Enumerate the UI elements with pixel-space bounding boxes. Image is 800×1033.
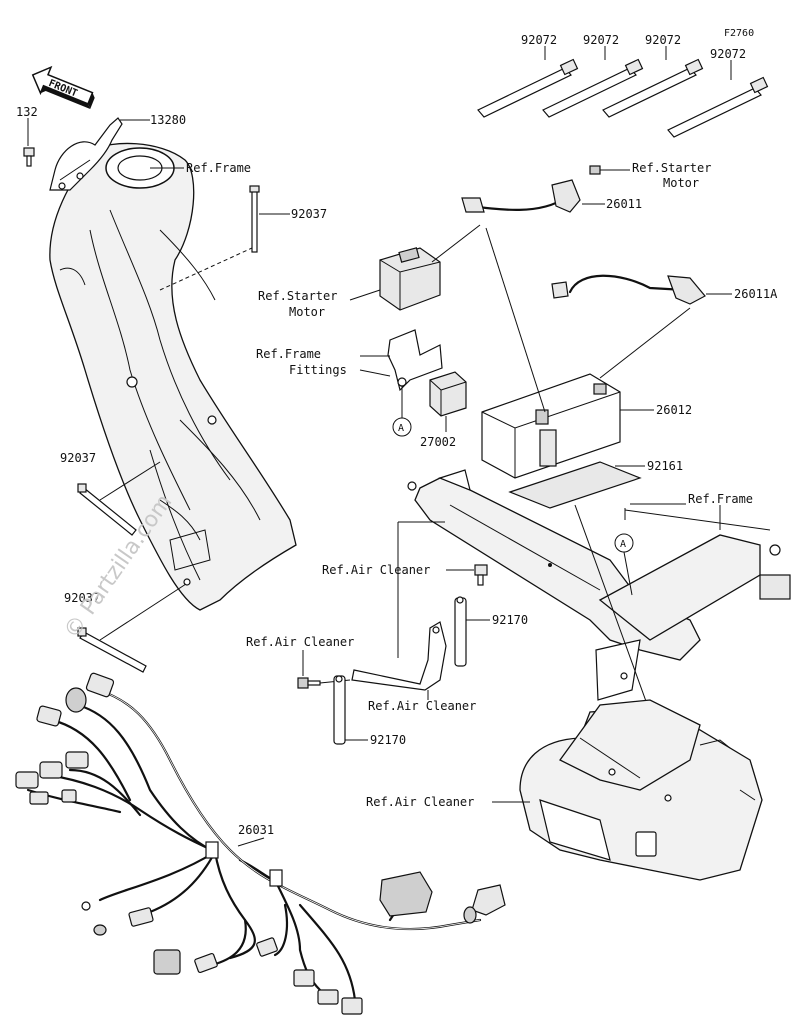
label-92161: 92161 (647, 459, 683, 473)
label-92170-upper: 92170 (492, 613, 528, 627)
label-92072-4: 92072 (710, 47, 746, 61)
label-92170-lower: 92170 (370, 733, 406, 747)
air-cleaner-bracket (351, 621, 447, 691)
label-92072-2: 92072 (583, 33, 619, 47)
marker-a-right: A (620, 539, 626, 550)
label-26011A: 26011A (734, 287, 778, 301)
battery-26012 (481, 373, 621, 479)
cable-26011 (461, 165, 601, 213)
cable-ties-92072 (477, 46, 769, 138)
label-ref-starter-motor-right-1: Ref.Starter (632, 161, 711, 175)
label-ref-frame-right: Ref.Frame (688, 492, 753, 506)
label-26011: 26011 (606, 197, 642, 211)
label-ref-starter-motor-left-2: Motor (289, 305, 325, 319)
tie-92037-top (249, 185, 260, 253)
starter-relay (379, 247, 441, 311)
label-ref-air-cleaner-4: Ref.Air Cleaner (366, 795, 474, 809)
label-92037-top: 92037 (291, 207, 327, 221)
bracket-13280 (49, 117, 123, 191)
bolt-air-cleaner-upper (474, 564, 488, 586)
marker-a-icon: A (392, 417, 412, 437)
label-ref-air-cleaner-3: Ref.Air Cleaner (368, 699, 476, 713)
air-cleaner-housing (519, 699, 763, 881)
diagram-id: F2760 (724, 28, 754, 39)
label-ref-air-cleaner-1: Ref.Air Cleaner (322, 563, 430, 577)
relay-bracket (387, 329, 443, 392)
tie-92037-low (77, 627, 147, 673)
cable-26011A (551, 274, 706, 305)
label-26012: 26012 (656, 403, 692, 417)
harness-connectors (15, 672, 506, 1015)
marker-a-icon: A (614, 533, 634, 553)
bolt-air-cleaner-lower (297, 677, 321, 689)
label-92072-1: 92072 (521, 33, 557, 47)
label-ref-frame-fittings-1: Ref.Frame (256, 347, 321, 361)
main-frame (49, 142, 297, 611)
label-ref-frame-top: Ref.Frame (186, 161, 251, 175)
pad-92161 (508, 461, 642, 509)
label-92072-3: 92072 (645, 33, 681, 47)
label-27002: 27002 (420, 435, 456, 449)
label-92037-mid: 92037 (60, 451, 96, 465)
label-ref-frame-fittings-2: Fittings (289, 363, 347, 377)
tie-92170-lower (333, 675, 346, 745)
wiring-harness-26031 (26, 688, 482, 1002)
tie-92037-mid (77, 483, 137, 536)
label-26031: 26031 (238, 823, 274, 837)
tie-92170-upper (454, 596, 467, 667)
watermark: © Partzilla.com (59, 490, 177, 643)
label-ref-starter-motor-left-1: Ref.Starter (258, 289, 337, 303)
label-13280: 13280 (150, 113, 186, 127)
connector-27002 (429, 371, 467, 417)
front-arrow-icon: FRONT (31, 65, 95, 109)
bolt-132 (23, 147, 35, 167)
label-ref-starter-motor-right-2: Motor (663, 176, 699, 190)
marker-a-left: A (398, 423, 404, 434)
label-92037-low: 92037 (64, 591, 100, 605)
label-ref-air-cleaner-2: Ref.Air Cleaner (246, 635, 354, 649)
label-132: 132 (16, 105, 38, 119)
